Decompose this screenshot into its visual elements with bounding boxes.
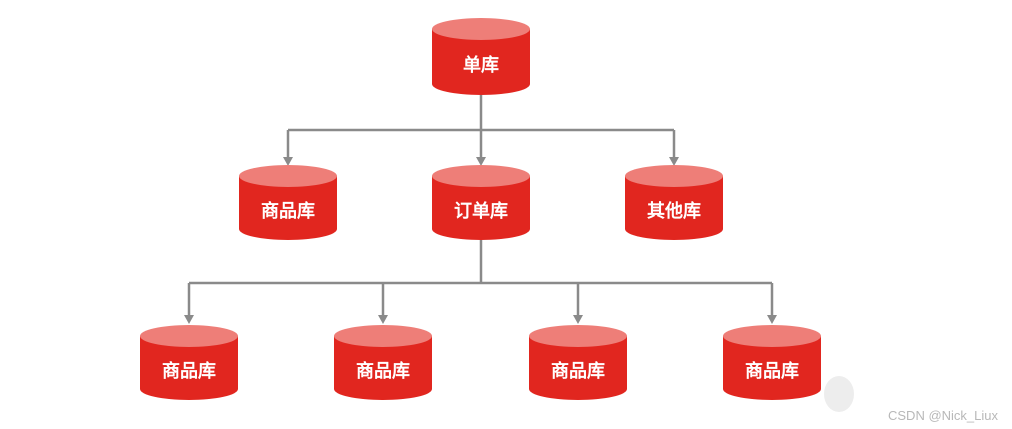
cylinder-body (529, 336, 627, 400)
arrow-level2-3 (767, 315, 777, 324)
cylinder-top (529, 325, 627, 347)
level1-database-0: 商品库 (239, 165, 337, 240)
cylinder-top (723, 325, 821, 347)
cylinder-top (625, 165, 723, 187)
cylinder-body (625, 176, 723, 240)
cylinder-body (239, 176, 337, 240)
cylinder-top (334, 325, 432, 347)
level1-database-0-label: 商品库 (261, 200, 315, 222)
connectors (184, 95, 777, 324)
level1-database-2-label: 其他库 (647, 200, 701, 222)
arrow-level2-2 (573, 315, 583, 324)
level2-database-0: 商品库 (140, 325, 238, 400)
level1-database-2: 其他库 (625, 165, 723, 240)
cylinder-body (723, 336, 821, 400)
level2-database-1: 商品库 (334, 325, 432, 400)
arrow-level1-1 (476, 157, 486, 166)
level1-database-1-label: 订单库 (454, 200, 508, 222)
level2-database-3-label: 商品库 (745, 360, 799, 382)
cylinder-top (432, 18, 530, 40)
level2-database-2: 商品库 (529, 325, 627, 400)
level2-database-2-label: 商品库 (551, 360, 605, 382)
cylinder-body (432, 176, 530, 240)
arrow-level1-2 (669, 157, 679, 166)
cylinder-top (140, 325, 238, 347)
level2-database-0-label: 商品库 (162, 360, 216, 382)
cylinder-body (432, 29, 530, 95)
cylinder-body (334, 336, 432, 400)
watermark: CSDN @Nick_Liux (888, 408, 998, 423)
cylinder-body (140, 336, 238, 400)
arrow-level2-1 (378, 315, 388, 324)
cylinder-top (239, 165, 337, 187)
cylinder-top (432, 165, 530, 187)
level2-database-3: 商品库 (723, 325, 821, 400)
level2-database-1-label: 商品库 (356, 360, 410, 382)
level1-database-1: 订单库 (432, 165, 530, 240)
root-database-label: 单库 (463, 54, 499, 76)
corner-decoration (824, 376, 854, 412)
arrow-level2-0 (184, 315, 194, 324)
arrow-level1-0 (283, 157, 293, 166)
root-database: 单库 (432, 18, 530, 95)
